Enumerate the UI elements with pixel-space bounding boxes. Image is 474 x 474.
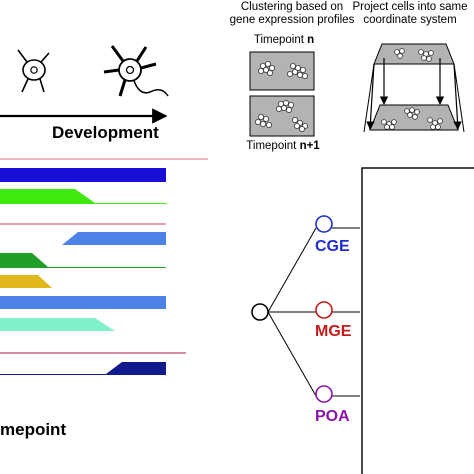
cell-cluster-bottom-b — [254, 114, 272, 129]
trajectory-bar-5 — [0, 232, 166, 245]
clustering-title-line2: gene expression profiles — [230, 14, 355, 26]
trajectory-bar-3 — [0, 189, 166, 204]
trajectory-bar-7 — [0, 275, 52, 288]
trajectory-bar-6 — [0, 253, 166, 268]
timepoint-axis-label: mepoint — [0, 420, 66, 439]
mge-label: MGE — [315, 323, 352, 340]
cge-label: CGE — [315, 238, 350, 255]
neuron-icon-mature — [103, 45, 169, 97]
trajectory-bar-9 — [0, 318, 115, 331]
result-panel-frame — [361, 167, 474, 474]
cell-cluster-top-left — [257, 61, 275, 77]
projection-title-line1: Project cells into same — [352, 1, 467, 13]
neuron-icon-early — [17, 49, 50, 93]
trajectory-bar-11 — [0, 362, 166, 375]
clustering-title-line1: Clustering based on — [241, 1, 343, 13]
trajectory-bar-8 — [0, 296, 166, 309]
projection-title-line2: coordinate system — [363, 14, 456, 26]
mge-node — [315, 301, 333, 319]
timepoint-n-label: Timepoint n — [254, 34, 314, 46]
projected-cells-bottom — [381, 107, 443, 130]
cge-node — [315, 215, 333, 233]
development-label: Development — [52, 123, 159, 142]
root-node — [251, 303, 269, 321]
timepoint-n1-label: Timepoint n+1 — [246, 140, 320, 152]
trajectory-bar-2 — [0, 168, 166, 182]
trajectory-bars — [0, 158, 208, 375]
cell-cluster-bottom-c — [291, 117, 308, 133]
lineage-tree — [251, 215, 360, 403]
projected-cells-top — [394, 48, 434, 62]
poa-label: POA — [315, 408, 350, 425]
poa-node — [315, 385, 333, 403]
cell-cluster-bottom-a — [275, 100, 294, 114]
cell-cluster-top-right — [286, 63, 308, 80]
